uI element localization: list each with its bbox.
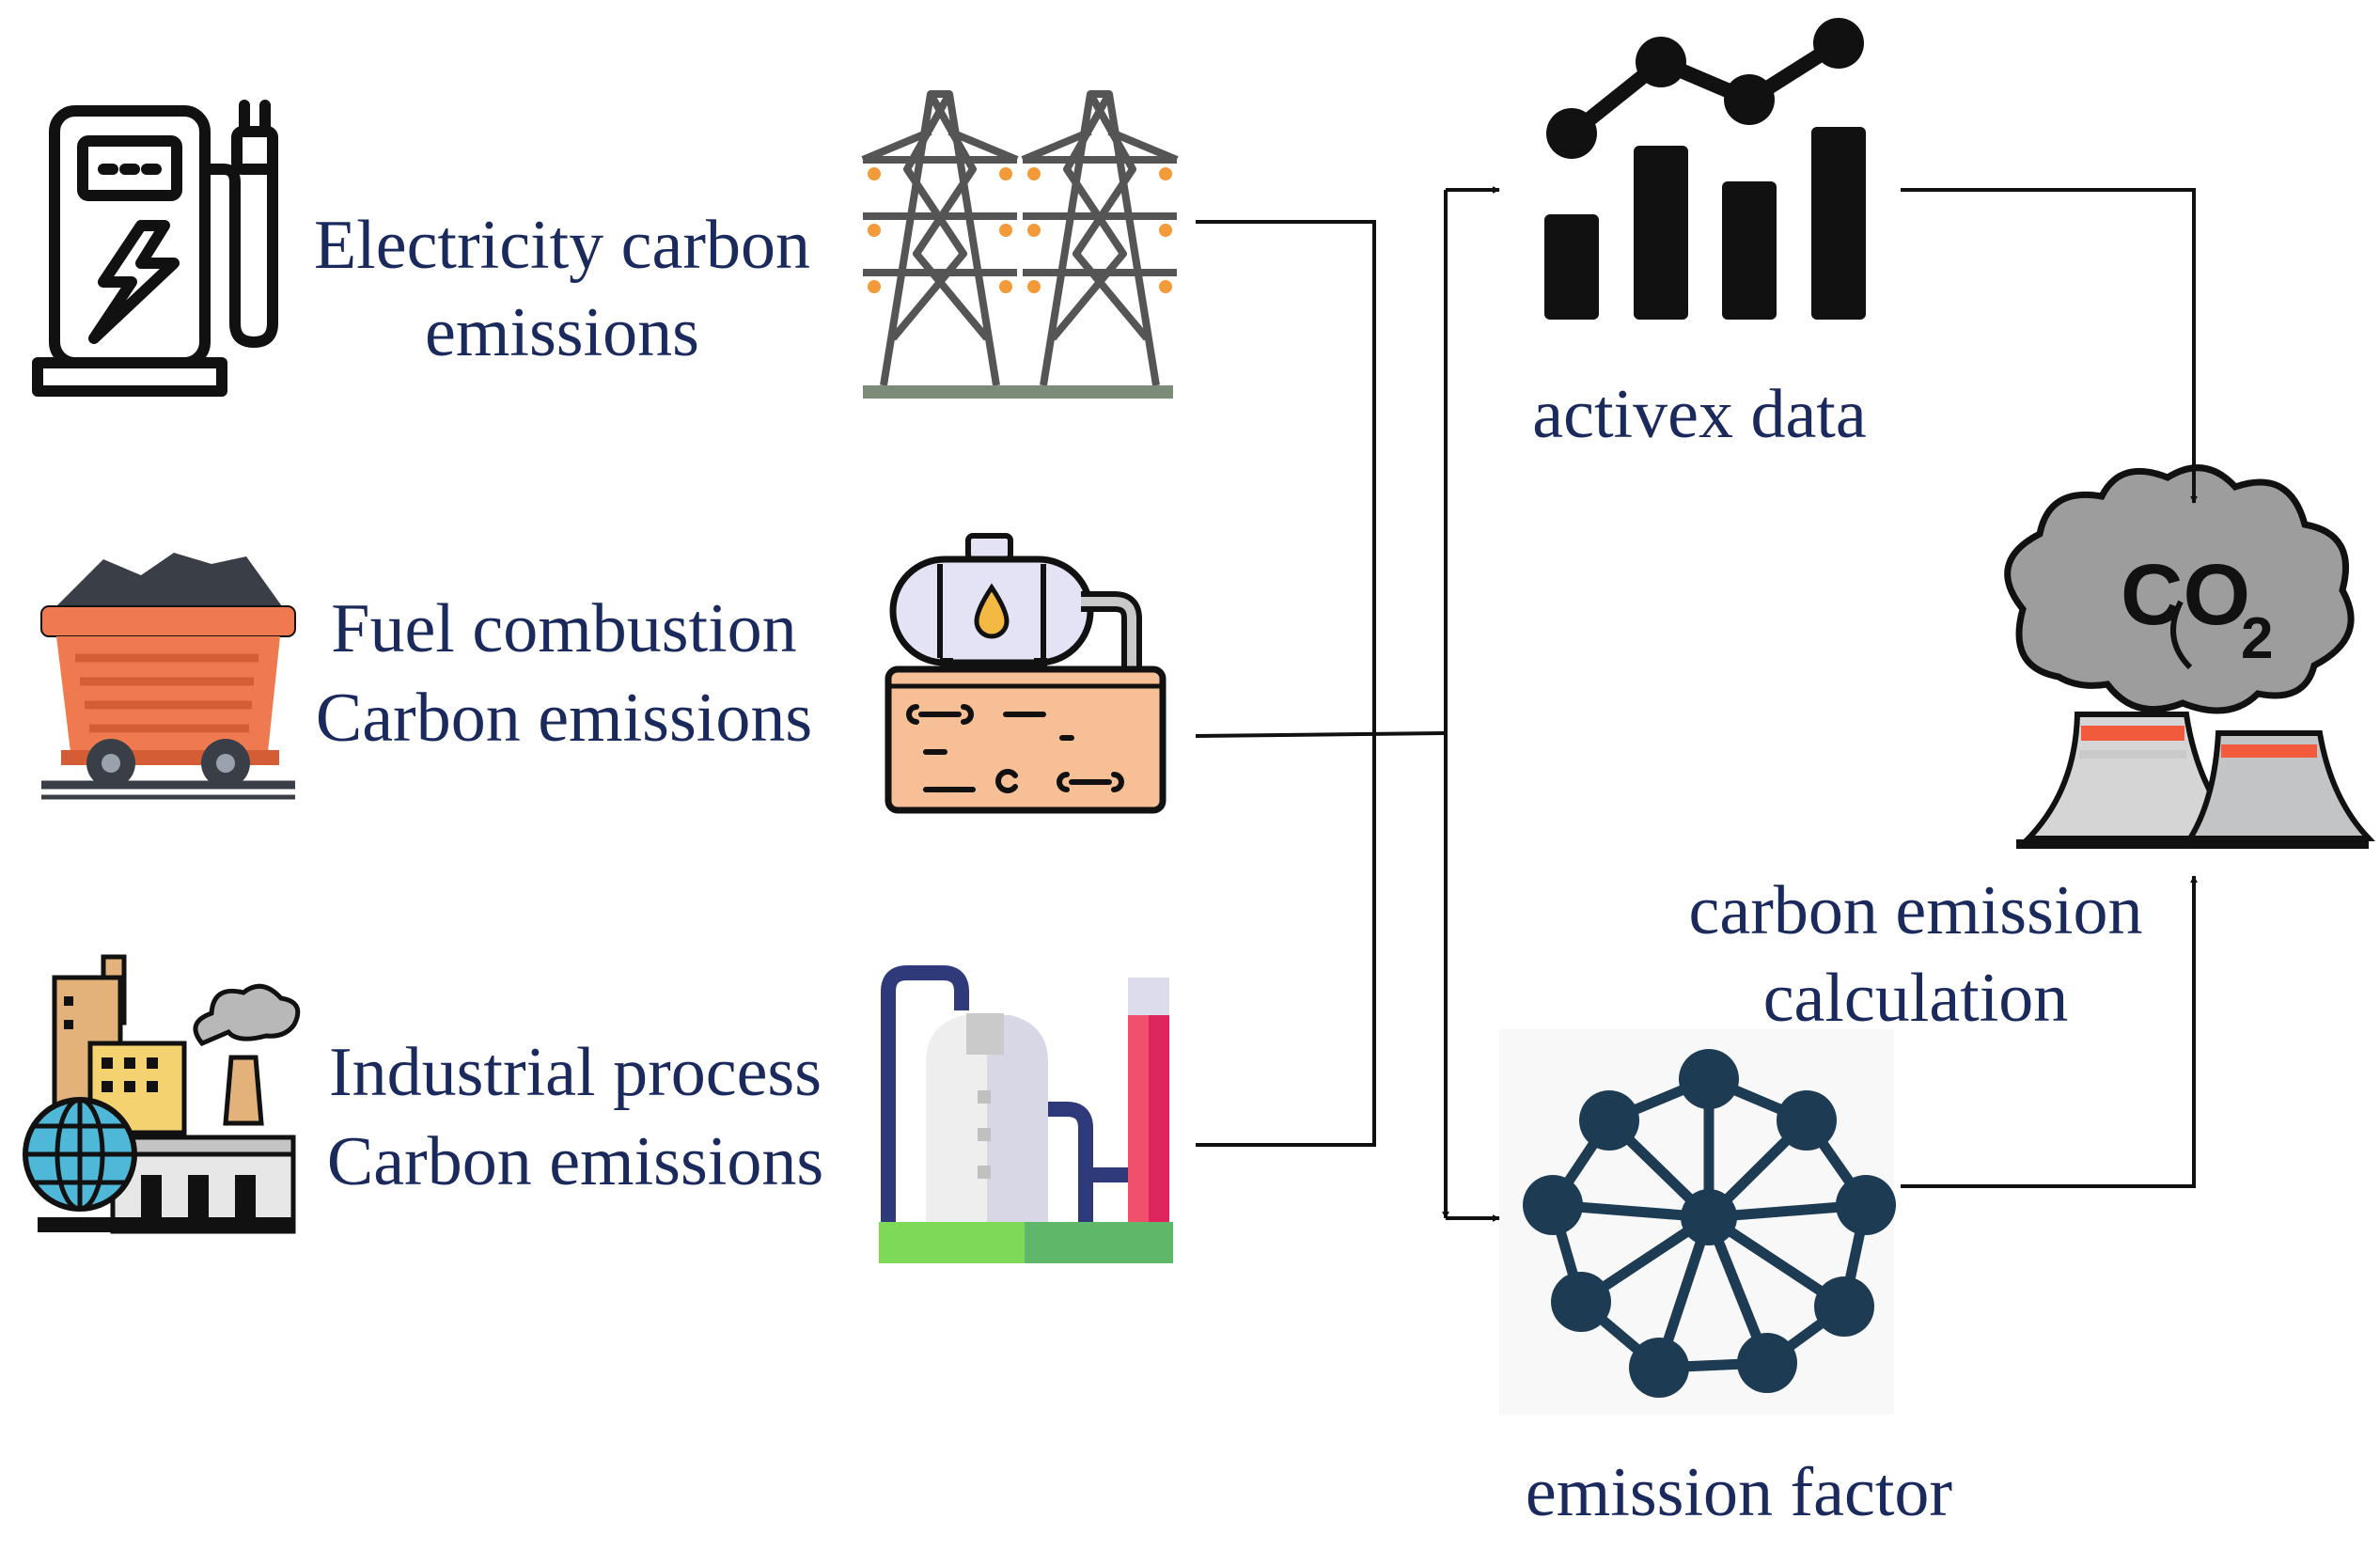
activity-data-label: activex data [1532, 376, 1866, 453]
underground-fuel-tank-icon [885, 533, 1167, 814]
power-transmission-tower-icon [861, 90, 1179, 399]
connectors [1195, 186, 2198, 1222]
connector-fuel [1195, 731, 1447, 738]
co2-subscript: 2 [2241, 606, 2273, 671]
fuel-label-line2: Carbon emissions [316, 680, 812, 757]
fuel-label-line1: Fuel combustion [331, 590, 796, 667]
result-label-line2: calculation [1763, 960, 2069, 1037]
result-label-line1: carbon emission [1689, 872, 2143, 949]
industrial-label-line1: Industrial process [329, 1034, 822, 1111]
co2-cooling-tower-icon: CO 2 [2004, 464, 2375, 849]
industrial-city-globe-icon [23, 954, 301, 1234]
connector-electricity [1196, 220, 1376, 1147]
emission-factor-label: emission factor [1526, 1454, 1952, 1531]
co2-text: CO [2121, 547, 2250, 643]
arrow-activity-to-result [1901, 188, 2198, 504]
industrial-plant-icon [879, 965, 1173, 1263]
bar-line-chart-icon [1544, 18, 1866, 320]
electricity-label-line1: Electricity carbon [314, 207, 810, 284]
coal-mine-cart-icon [40, 553, 296, 800]
network-hub-icon [1499, 1029, 1896, 1415]
industrial-label-line2: Carbon emissions [327, 1123, 823, 1200]
arrow-factor-to-result [1901, 875, 2198, 1188]
electricity-label-line2: emissions [425, 294, 699, 371]
ev-charging-station-icon [32, 100, 278, 397]
